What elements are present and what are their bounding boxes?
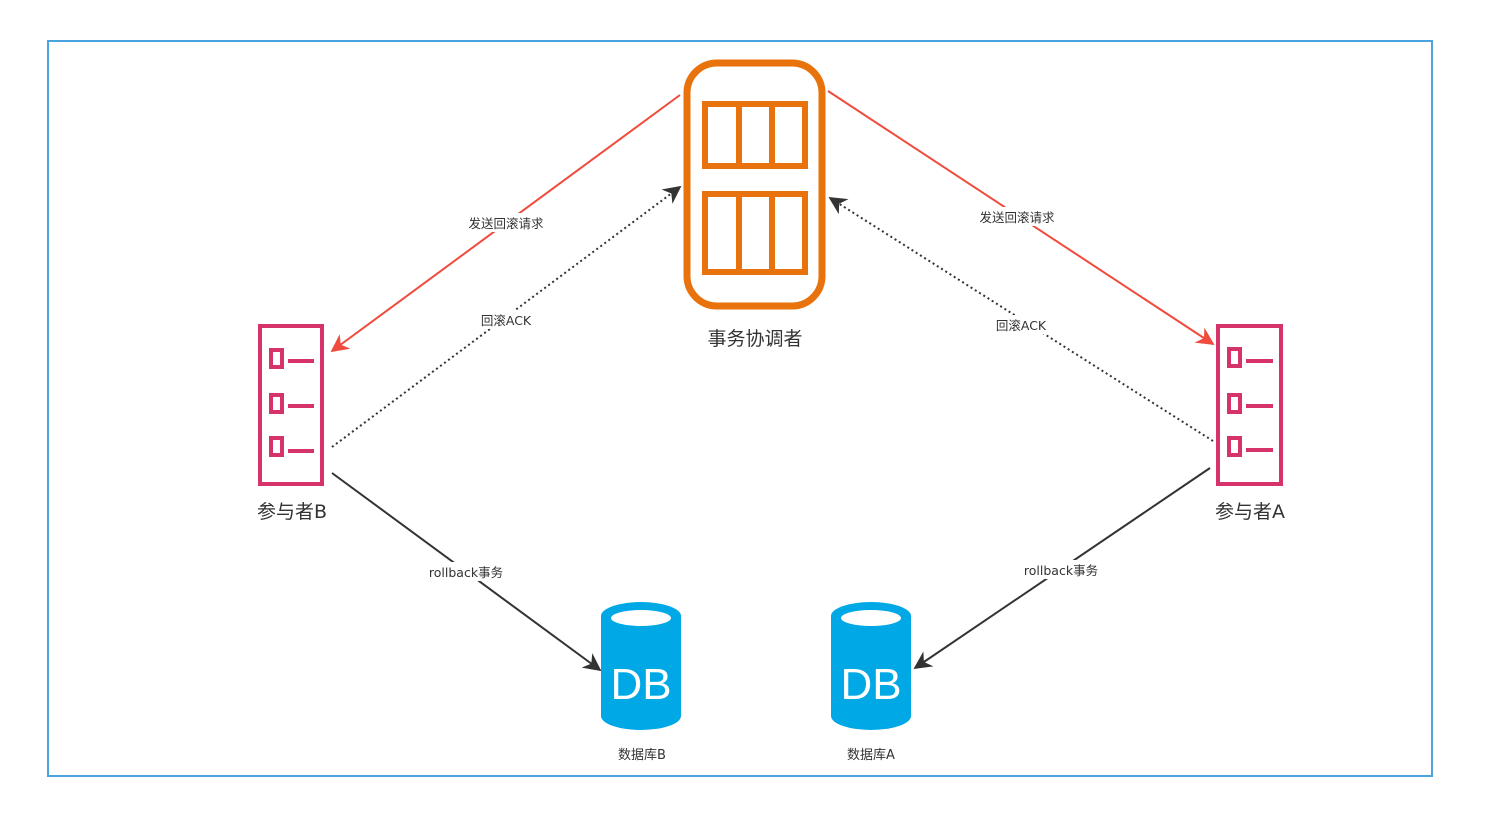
server-rack-icon [683, 59, 826, 310]
coordinator-label: 事务协调者 [707, 328, 802, 350]
database-b-icon-text: DB [610, 660, 671, 709]
database-icon: DB [831, 602, 911, 730]
edge-label-bg [420, 562, 512, 581]
edge-label-ack-a: 回滚ACK [996, 318, 1047, 333]
edge-label-bg [987, 315, 1055, 334]
participant-a-label: 参与者A [1215, 501, 1285, 523]
edge-label-bg [458, 213, 554, 232]
edge-label-send-rollback-b: 发送回滚请求 [468, 216, 544, 231]
database-a-icon-text: DB [840, 660, 901, 709]
diagram-frame [47, 40, 1433, 777]
edge-label-rollback-b: rollback事务 [429, 565, 503, 580]
database-b-label: 数据库B [618, 747, 666, 763]
database-icon: DB [601, 602, 681, 730]
checklist-icon [1216, 324, 1283, 486]
edge-label-bg [969, 207, 1065, 226]
edge-label-ack-b: 回滚ACK [481, 313, 532, 328]
edge-label-bg [1015, 560, 1107, 579]
checklist-icon [258, 324, 324, 486]
database-a-label: 数据库A [847, 747, 895, 763]
edge-label-bg [472, 310, 540, 329]
edge-label-rollback-a: rollback事务 [1024, 563, 1098, 578]
edge-label-send-rollback-a: 发送回滚请求 [979, 210, 1055, 225]
participant-b-label: 参与者B [257, 501, 327, 523]
